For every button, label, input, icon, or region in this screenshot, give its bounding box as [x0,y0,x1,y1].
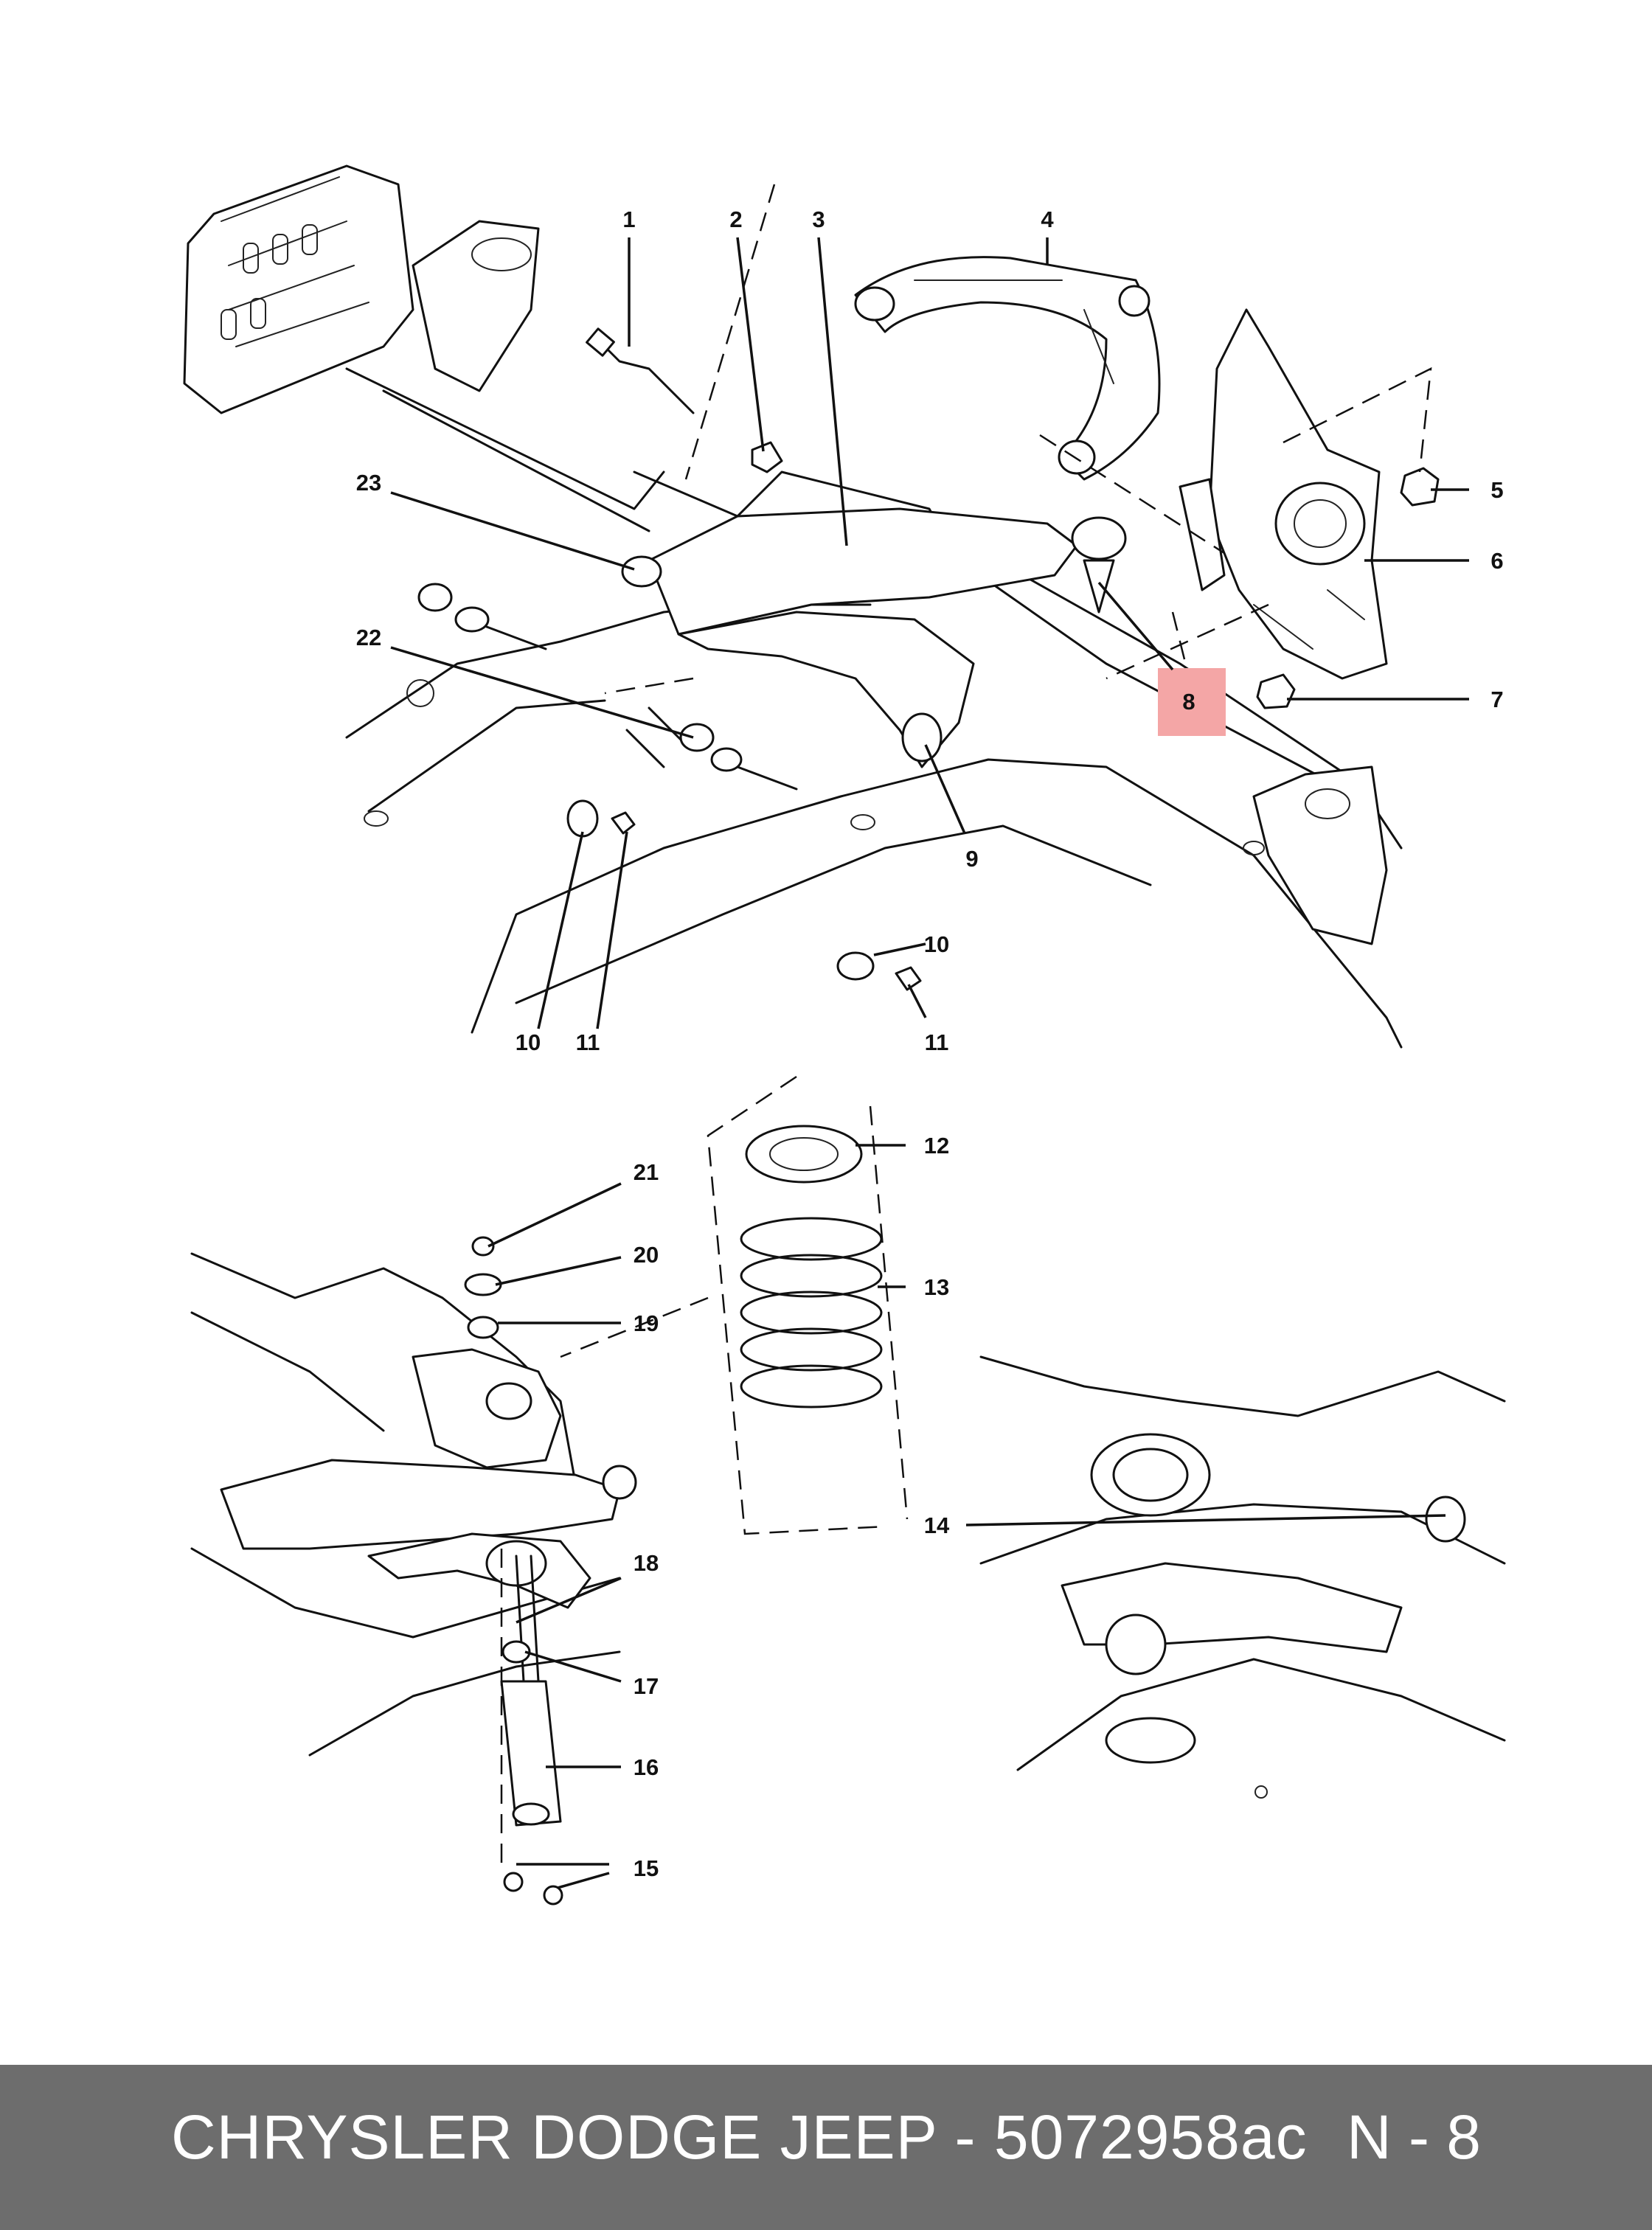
steering-knuckle [1208,308,1388,680]
callout-labels: 1 2 3 4 5 6 7 8 9 10 11 10 11 22 23 12 1… [356,206,1504,1881]
callout-12: 12 [924,1133,949,1159]
callout-9: 9 [965,846,978,872]
callout-10-left: 10 [516,1029,541,1055]
callout-10-right: 10 [924,931,949,957]
coil-spring-assembly [560,1075,909,1535]
shock-absorber [500,1680,562,1827]
callout-20: 20 [634,1242,659,1268]
cam-bolt-lower [679,723,798,791]
lower-left-assembly [190,1236,637,1906]
cam-bolt [417,583,547,650]
callout-21: 21 [634,1159,659,1185]
footer-page-number: N - 8 [1347,2102,1482,2172]
callout-14: 14 [924,1512,950,1538]
callout-3: 3 [812,206,825,232]
footer-title: CHRYSLER DODGE JEEP - 5072958ac [171,2102,1308,2172]
callout-5: 5 [1490,477,1503,503]
callout-6: 6 [1490,548,1503,574]
callout-23: 23 [356,470,381,496]
callout-18: 18 [634,1550,659,1576]
suspension-exploded-diagram: 1 2 3 4 5 6 7 8 9 10 11 10 11 22 23 12 1… [183,164,1506,1906]
lower-right-assembly [979,1355,1506,1799]
nut-7 [1256,673,1296,709]
callout-1: 1 [622,206,635,232]
top-assembly [183,164,1440,1049]
frame-bracket [183,164,414,414]
callout-17: 17 [634,1673,659,1699]
leader-lines [390,237,1469,1889]
footer-bar: CHRYSLER DODGE JEEP - 5072958ac N - 8 [0,2065,1652,2230]
callout-19: 19 [634,1310,659,1336]
callout-11-left: 11 [576,1029,600,1055]
callout-13: 13 [924,1274,949,1300]
lower-control-arm [648,507,1078,636]
callout-15: 15 [634,1855,659,1881]
upper-control-arm [854,256,1161,481]
callout-11-right: 11 [925,1029,949,1055]
callout-2: 2 [729,206,742,232]
callout-4: 4 [1041,206,1054,232]
callout-16: 16 [634,1754,659,1780]
callout-8: 8 [1182,689,1195,715]
callout-22: 22 [356,625,381,650]
callout-7: 7 [1490,687,1503,712]
highlight-box [1158,668,1226,736]
nut-5 [1400,467,1440,507]
